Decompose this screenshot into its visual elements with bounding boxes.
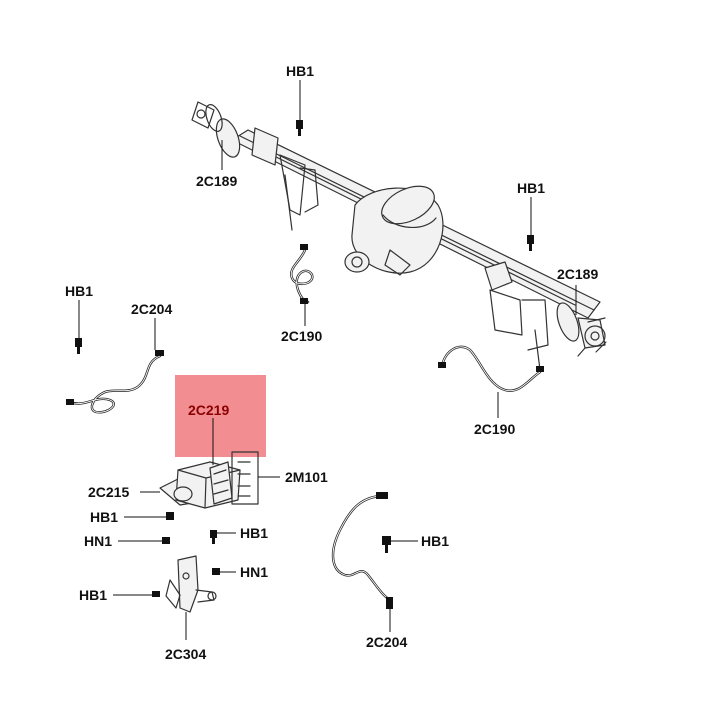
callout-hb1-right: HB1 [517, 180, 545, 196]
abs-harness-2c204-lower [331, 492, 393, 609]
callout-hb1-b: HB1 [240, 525, 268, 541]
callout-2c304: 2C304 [165, 646, 206, 662]
callout-hn1-a: HN1 [84, 533, 112, 549]
abs-module-assembly [159, 418, 259, 509]
rear-axle-assembly [191, 101, 607, 371]
callout-hb1-top: HB1 [286, 63, 314, 79]
callout-hb1-left: HB1 [65, 283, 93, 299]
bolt-icon [75, 338, 82, 354]
wheel-sensor-harness-right [438, 345, 544, 392]
callout-2c189-left: 2C189 [196, 173, 237, 189]
nut-icon [212, 568, 220, 575]
callout-2c219: 2C219 [188, 402, 229, 418]
callout-hb1-c: HB1 [79, 587, 107, 603]
callout-2c215: 2C215 [88, 484, 129, 500]
bolt-icon [382, 536, 391, 553]
callout-2c190-right: 2C190 [474, 421, 515, 437]
wheel-sensor-harness-left [290, 244, 314, 304]
bolt-icon [296, 120, 303, 136]
fasteners [75, 120, 534, 597]
bolt-icon [152, 591, 160, 597]
nut-icon [162, 537, 170, 544]
callout-2c189-right: 2C189 [557, 266, 598, 282]
abs-harness-2c204-upper [66, 350, 164, 414]
callout-2c190-left: 2C190 [281, 328, 322, 344]
bolt-icon [166, 512, 174, 520]
bracket-2c304 [165, 555, 217, 613]
callout-hb1-a: HB1 [90, 509, 118, 525]
bolt-icon [527, 235, 534, 251]
bolt-icon [210, 530, 217, 544]
highlight-box-2c219 [175, 375, 266, 457]
callout-hn1-b: HN1 [240, 564, 268, 580]
callout-2m101: 2M101 [285, 469, 328, 485]
callout-labels: HB1 2C189 HB1 2C189 2C190 2C190 HB1 2C20… [65, 63, 598, 662]
leader-lines [78, 80, 577, 640]
callout-hb1-bottom-right: HB1 [421, 533, 449, 549]
callout-2c204-top: 2C204 [131, 301, 172, 317]
callout-2c204-bottom: 2C204 [366, 634, 407, 650]
